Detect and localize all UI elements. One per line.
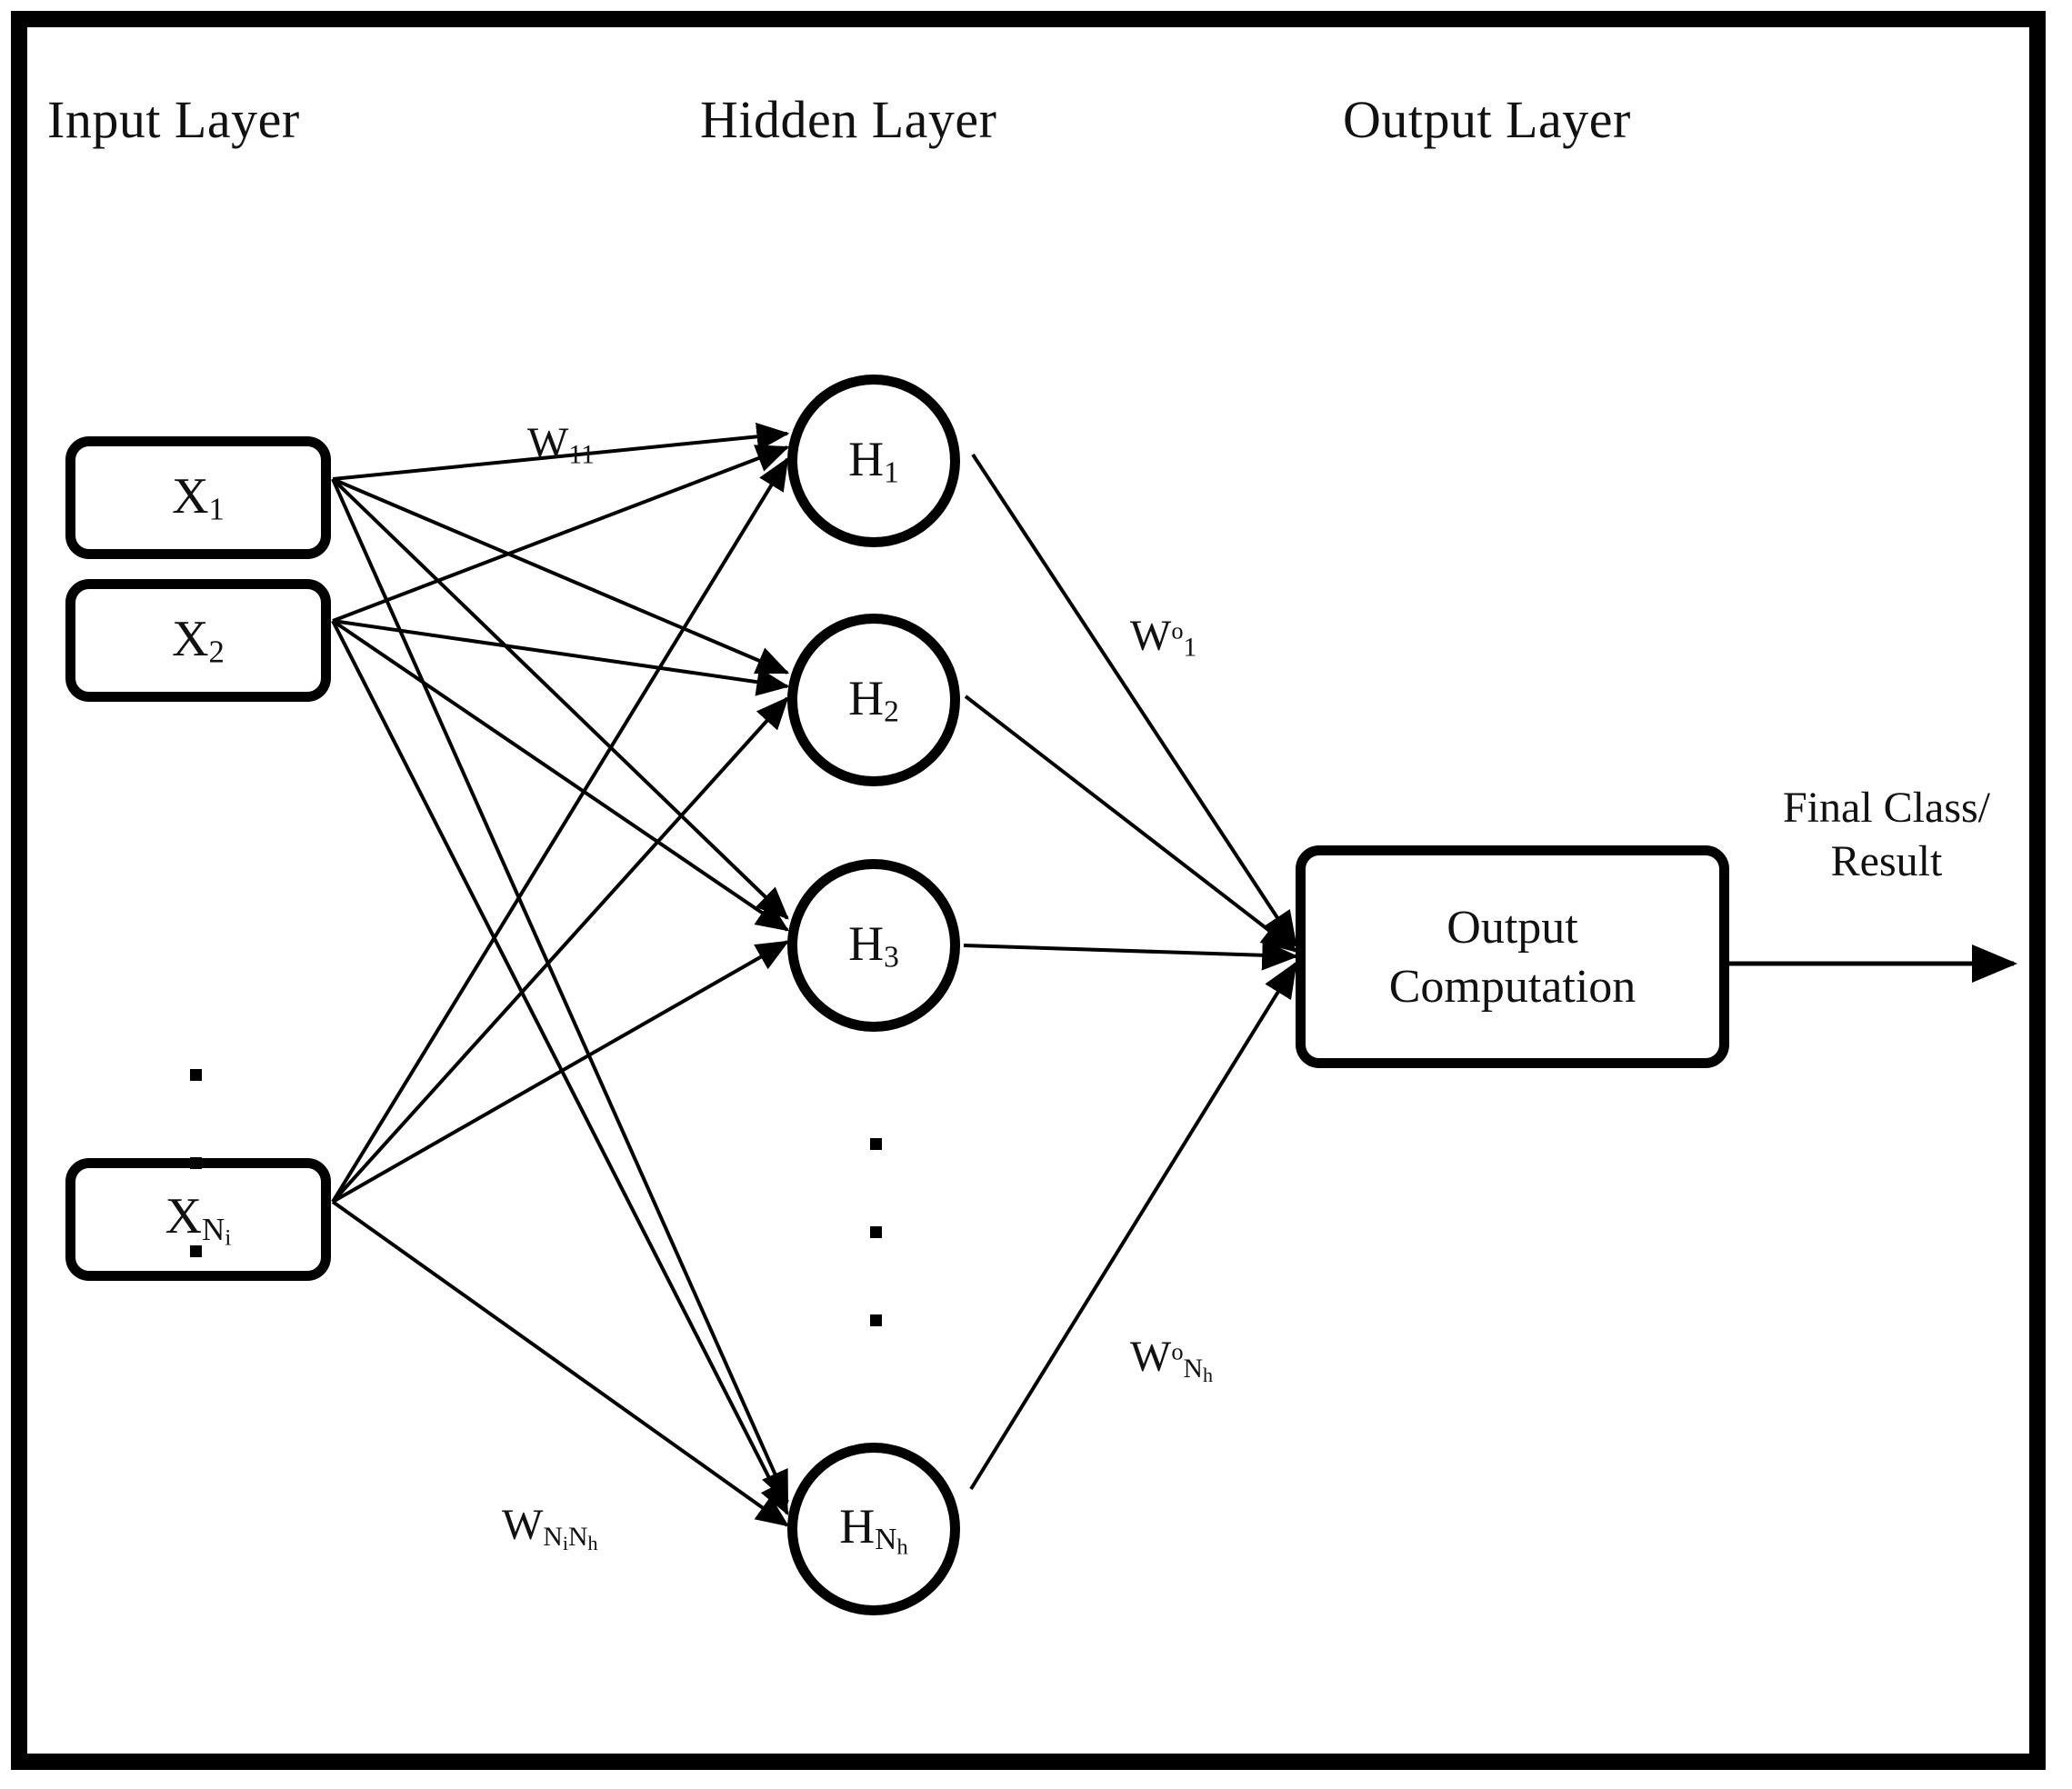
- hidden-node-h1-label: H1: [848, 432, 899, 490]
- input-node-xni-label: XNi: [165, 1188, 232, 1251]
- weight-label-wninh: WNiNh: [502, 1501, 598, 1554]
- weight-label-w11: W11: [527, 419, 595, 470]
- hidden-layer-ellipsis: [870, 1138, 883, 1403]
- input-node-x1[interactable]: X1: [65, 436, 331, 559]
- output-computation-label: Output Computation: [1388, 901, 1637, 1013]
- hidden-node-hnh-label: HNh: [839, 1498, 908, 1560]
- hidden-node-h3-label: H3: [848, 916, 899, 974]
- hidden-node-h3[interactable]: H3: [787, 859, 960, 1032]
- output-computation-node[interactable]: Output Computation: [1296, 845, 1729, 1068]
- input-node-x2-label: X2: [172, 611, 225, 670]
- input-layer-ellipsis: [190, 1069, 203, 1334]
- weight-label-wonh: WoNh: [1130, 1333, 1214, 1386]
- input-node-x1-label: X1: [172, 468, 225, 527]
- hidden-node-h2-label: H2: [848, 671, 899, 729]
- diagram-frame-border: [11, 11, 2046, 1770]
- layer-title-input: Input Layer: [47, 90, 300, 149]
- layer-title-output: Output Layer: [1343, 90, 1631, 149]
- hidden-node-h1[interactable]: H1: [787, 375, 960, 547]
- hidden-node-hnh[interactable]: HNh: [787, 1443, 960, 1615]
- final-output-label: Final Class/ Result: [1782, 784, 1991, 885]
- hidden-node-h2[interactable]: H2: [787, 614, 960, 786]
- input-node-x2[interactable]: X2: [65, 579, 331, 702]
- layer-title-hidden: Hidden Layer: [700, 90, 997, 149]
- weight-label-wo1: Wo1: [1130, 612, 1197, 663]
